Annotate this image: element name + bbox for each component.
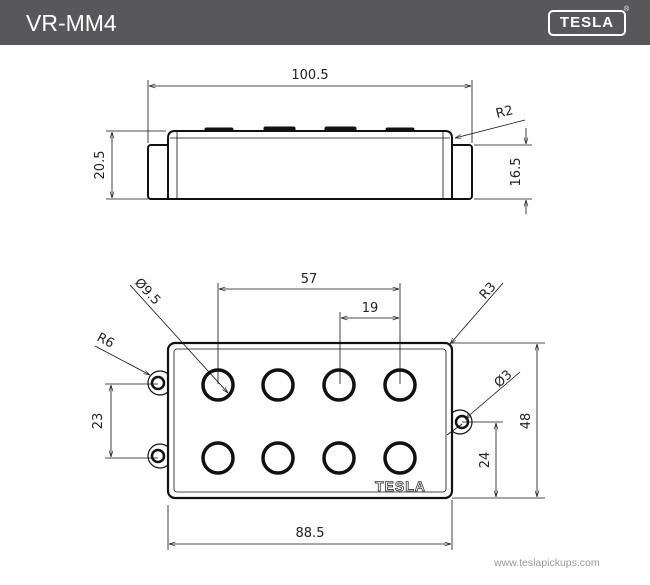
pole-top-2: [263, 126, 296, 132]
pole-piece: [322, 441, 356, 475]
dim-height-20-5: 20.5: [93, 151, 108, 180]
dim-hole-diameter: Ø3: [492, 367, 516, 391]
pole-piece: [322, 368, 356, 402]
pole-piece: [201, 441, 235, 475]
header-bar: VR-MM4 TESLA ®: [0, 0, 650, 45]
cover-inner-edge: [173, 348, 447, 493]
dim-width-88-5: 88.5: [296, 526, 325, 541]
side-view: [106, 80, 532, 214]
dim-pole-pitch-19: 19: [362, 301, 379, 316]
pole-piece: [261, 441, 295, 475]
dim-pole-spacing-57: 57: [301, 272, 318, 287]
pole-top-4: [385, 127, 415, 132]
cover-outline: [166, 341, 454, 500]
dim-height-48: 48: [519, 413, 534, 430]
cover-tesla-logo: TESLA: [375, 478, 426, 494]
model-title: VR-MM4: [26, 10, 117, 36]
top-view-dimensions: [94, 282, 545, 550]
dim-left-holes-23: 23: [91, 413, 106, 430]
tesla-logo: TESLA: [548, 10, 626, 36]
dim-right-hole-24: 24: [478, 452, 493, 469]
dim-ear-radius-r6: R6: [94, 330, 116, 351]
side-body: [167, 130, 453, 200]
website-url: www.teslapickups.com: [494, 557, 600, 569]
pole-piece: [383, 441, 417, 475]
pole-piece: [261, 368, 295, 402]
dim-corner-radius-r3: R3: [477, 280, 500, 303]
side-right-ear: [449, 144, 473, 200]
dim-ear-height-16-5: 16.5: [509, 158, 524, 187]
dim-radius-r2: R2: [494, 103, 514, 122]
pole-top-3: [324, 126, 357, 132]
top-view: [147, 341, 473, 500]
dim-width-100-5: 100.5: [291, 68, 328, 83]
side-left-ear: [147, 144, 171, 200]
pole-top-1: [204, 127, 234, 132]
registered-mark: ®: [624, 6, 630, 13]
